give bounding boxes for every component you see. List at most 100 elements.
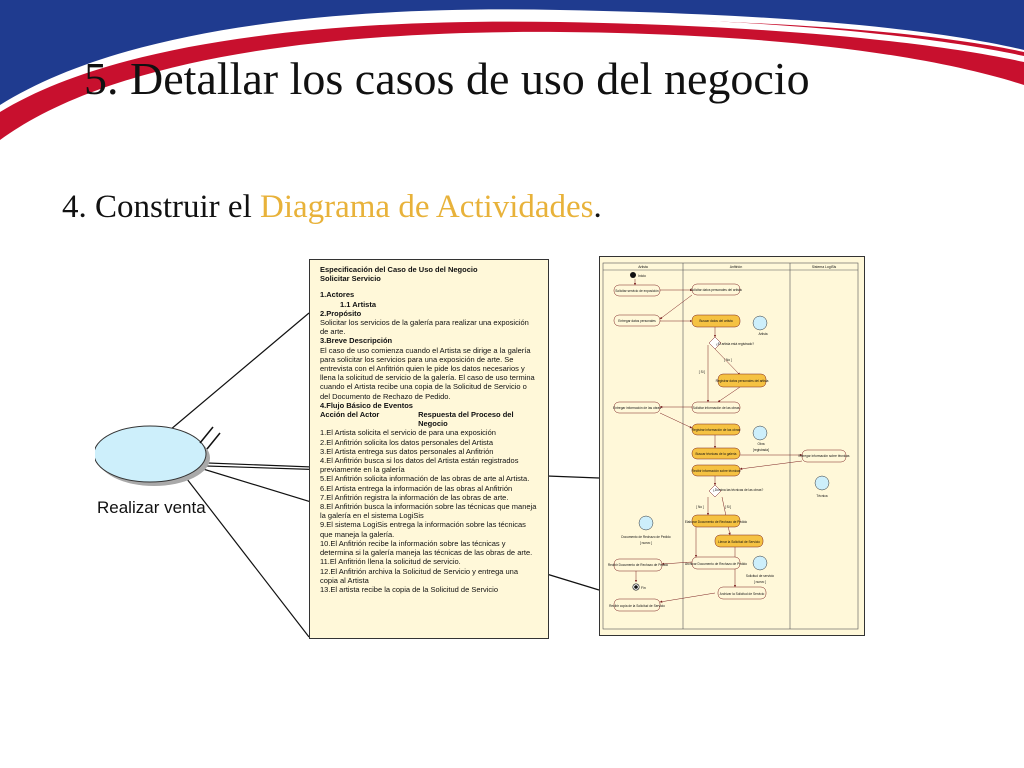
edge [739, 460, 803, 470]
spec-flow-title: 4.Flujo Básico de Eventos [320, 400, 413, 410]
label-object-solicitud: Solicitud de servicio [746, 574, 774, 578]
label-registrar-obras: Registrar información de las obras [692, 428, 741, 432]
label-object-artista: Artista [758, 332, 767, 336]
use-case-specification: Especificación del Caso de Uso del Negoc… [309, 259, 549, 639]
action-registrar-datos [717, 373, 767, 388]
connector-to-spec-top [169, 312, 310, 431]
spec-step: 3.El Artista entrega sus datos personale… [320, 446, 494, 456]
action-entregar-datos [613, 314, 661, 327]
label-elaborar-rechazo: Elaborar Documento de Rechazo de Pedido [685, 520, 748, 524]
spec-heading-2: Solicitar Servicio [320, 274, 381, 284]
spec-step: 11.El Anfitrión llena la solicitud de se… [320, 557, 461, 567]
edge [714, 348, 741, 376]
label-registrar-datos: Registrar datos personales del artista [716, 379, 769, 383]
spec-step: 12.El Anfitrión archiva la Solicitud de … [320, 566, 519, 585]
spec-step: 13.El artista recibe la copia de la Soli… [320, 584, 499, 594]
label-recibir-tecnicas: Recibir información sobre técnicas [692, 469, 741, 473]
label-object-rechazo: Documento de Rechazo de Pedido [621, 535, 671, 539]
action-recibir-copia [613, 598, 661, 612]
subtitle-suffix: . [593, 189, 602, 225]
spec-description-text: El caso de uso comienza cuando el Artist… [320, 345, 535, 401]
edge [661, 561, 693, 566]
use-case-ellipse [93, 415, 225, 495]
connector-to-spec-low [179, 469, 310, 638]
label-archivar-rechazo: Archivar Documento de Rechazo de Pedido [685, 562, 747, 566]
label-no-2: [ No ] [696, 505, 704, 509]
action-entregar-tecnicas [801, 449, 847, 463]
lane-header-anfitrion: Anfitrión [730, 265, 743, 269]
spec-col-actor: Acción del Actor [320, 410, 380, 420]
edge [659, 294, 693, 320]
label-solicitar-obras: Solicitar información de las obras [693, 406, 740, 410]
spec-actor-item: 1.1 Artista [340, 299, 376, 309]
object-solicitud-icon [752, 555, 768, 571]
label-entregar-tecnicas: Entregar información sobre técnicas [798, 454, 849, 458]
label-object-tecnica: Técnica [816, 494, 827, 498]
label-decision-registrado: ¿El artista está registrado? [716, 342, 754, 346]
object-obra-icon [752, 425, 768, 441]
use-case-tick-2 [206, 432, 221, 450]
label-entregar-obras: Entregar información de las obras [613, 406, 661, 410]
start-label: Inicio [638, 274, 646, 278]
label-entregar-datos: Entregar datos personales [618, 319, 656, 323]
end-label: Fin [641, 586, 646, 590]
spec-actors-title: 1.Actores [320, 290, 355, 300]
spec-step: 4.El Anfitrión busca si los datos del Ar… [320, 456, 519, 475]
banner-red-band [0, 17, 1024, 141]
spec-step: 9.El sistema LogiSis entrega la informac… [320, 520, 526, 539]
spec-step: 2.El Anfitrión solicita los datos person… [320, 437, 494, 447]
spec-heading-1: Especificación del Caso de Uso del Negoc… [320, 265, 478, 274]
action-buscar-tecnicas [691, 447, 741, 460]
use-case-label: Realizar venta [97, 498, 206, 517]
spec-steps: 1.El Artista solicita el servicio de par… [320, 428, 538, 594]
label-llenar-solicitud: Llenar la Solicitud de Servicio [718, 540, 760, 544]
label-object-solicitud-state: [ nuevo ] [754, 580, 766, 584]
subtitle-prefix: 4. Construir el [62, 189, 260, 225]
action-solicitar-datos [691, 283, 741, 296]
label-object-obra-state: [registrada] [753, 448, 769, 452]
slide-subtitle: 4. Construir el Diagrama de Actividades. [62, 189, 602, 226]
action-archivar-solicitud [717, 586, 767, 600]
label-object-rechazo-state: [ nuevo ] [640, 541, 652, 545]
action-buscar-datos [691, 314, 741, 328]
activity-diagram: Artista Anfitrión Sistema LogiSis [599, 256, 865, 636]
spec-purpose-title: 2.Propósito [320, 308, 362, 318]
spec-step: 10.El Anfitrión recibe la información so… [320, 538, 533, 558]
label-solicitar-datos: Solicitar datos personales del artista [690, 288, 741, 292]
action-archivar-rechazo [691, 556, 741, 570]
label-object-obra: Obra [757, 442, 764, 446]
label-si-1: [ Si ] [699, 370, 705, 374]
decision-domina-tecnicas [708, 484, 722, 498]
spec-purpose-text: Solicitar los servicios de la galería pa… [320, 318, 529, 337]
spec-col-response: Respuesta del Proceso del Negocio [418, 410, 514, 429]
slide-title: 5. Detallar los casos de uso del negocio [84, 53, 810, 104]
action-elaborar-rechazo [691, 514, 741, 528]
spec-flow-columns: Acción del Actor Respuesta del Proceso d… [320, 410, 538, 428]
label-archivar-solicitud: Archivar la Solicitud de Servicio [720, 592, 765, 596]
edge [659, 592, 716, 603]
spec-description-title: 3.Breve Descripción [320, 336, 393, 346]
end-node-inner [634, 585, 638, 589]
object-rechazo-icon [638, 515, 654, 531]
lane-header-artista: Artista [638, 265, 648, 269]
action-entregar-obras [613, 401, 661, 414]
object-tecnica-icon [814, 475, 830, 491]
edge [717, 386, 741, 403]
label-recibir-copia: Recibir copia de la Solicitud de Servici… [609, 604, 665, 608]
subtitle-highlight: Diagrama de Actividades [259, 189, 594, 225]
spec-step: 1.El Artista solicita el servicio de par… [320, 428, 496, 438]
decision-artista-registrado [708, 336, 722, 350]
action-recibir-tecnicas [691, 464, 741, 477]
banner-blue-band [0, 0, 1024, 105]
label-decision-domina: ¿Domina las técnicas de las obras? [713, 488, 764, 492]
spec-step: 5.El Anfitrión solicita información de l… [320, 474, 530, 484]
label-recibir-rechazo: Recibir Documento de Rechazo de Pedido [608, 563, 668, 567]
lane-header-logisis: Sistema LogiSis [812, 265, 837, 269]
label-buscar-datos: Buscar datos del artista [699, 319, 733, 323]
use-case-ellipse-shape [93, 425, 207, 483]
spec-step: 8.El Anfitrión busca la información sobr… [320, 502, 537, 521]
spec-step: 7.El Anfitrión registra la información d… [320, 492, 509, 502]
action-solicitar-servicio [613, 284, 661, 297]
use-case-tick [199, 426, 214, 444]
edge [659, 412, 693, 429]
